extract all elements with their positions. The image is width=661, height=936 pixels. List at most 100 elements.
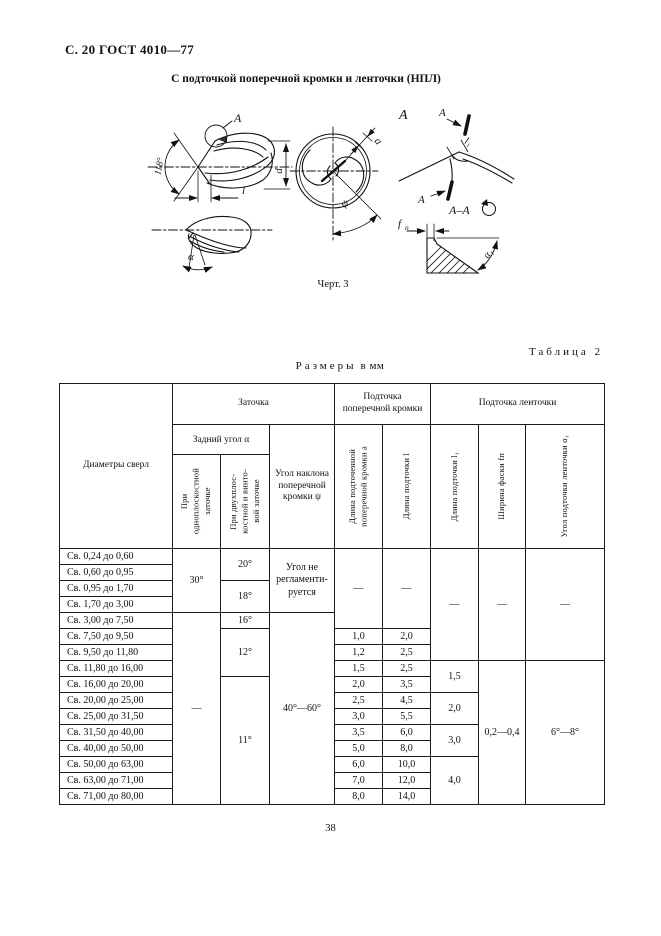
value-cell: 1,2 <box>334 644 383 661</box>
value-cell: 20° <box>220 548 270 581</box>
psi-angle-label: ψ <box>339 197 350 211</box>
alpha-angle-label: α <box>188 251 194 263</box>
value-cell: 3,5 <box>382 676 431 693</box>
alpha1-angle-label: α₁ <box>481 247 495 260</box>
value-cell: — <box>334 548 383 629</box>
col-header-length-l: Длина подточки l <box>382 424 431 549</box>
value-cell: 7,0 <box>334 772 383 789</box>
diameter-cell: Св. 63,00 до 71,00 <box>59 772 173 789</box>
point-angle-label: 118° <box>152 157 166 176</box>
col-header-width-f: Ширина фаски fп <box>478 424 526 549</box>
col-header-double-plane: При двухплос- костной и винто- вой заточ… <box>220 454 270 549</box>
value-cell: — <box>478 548 526 661</box>
diameter-d-label: d <box>273 168 285 174</box>
value-cell: 8,0 <box>334 788 383 805</box>
size-note-units: в мм <box>360 360 385 372</box>
view-a-label: A <box>398 108 408 123</box>
value-cell: 3,0 <box>334 708 383 725</box>
chamfer-f-label: f <box>398 218 403 230</box>
value-cell: 2,0 <box>334 676 383 693</box>
section-aa-label: A–A <box>448 203 470 217</box>
col-header-single-plane: При одноплоскостной заточке <box>172 454 221 549</box>
col-header-diameters: Диаметры сверл <box>59 383 173 549</box>
col-header-alpha1: Угол подточки ленточки α₁ <box>524 424 606 549</box>
rear-view <box>151 215 273 273</box>
diameter-cell: Св. 3,00 до 7,50 <box>59 612 173 629</box>
value-cell: 18° <box>220 580 270 613</box>
value-cell: 1,5 <box>430 660 479 693</box>
value-cell: 1,0 <box>334 628 383 645</box>
page-title: С подточкой поперечной кромки и ленточки… <box>171 73 441 85</box>
chamfer-f-subscript: п <box>405 223 409 232</box>
value-cell: 4,0 <box>430 756 479 805</box>
value-cell: 2,0 <box>382 628 431 645</box>
value-cell: 2,5 <box>334 692 383 709</box>
group-header-chisel-edge: Подточка поперечной кромки <box>334 383 431 425</box>
section-mark-top-label: A <box>438 107 446 119</box>
value-cell: 10,0 <box>382 756 431 773</box>
detail-a-label: A <box>233 111 242 125</box>
page-number: 38 <box>325 823 336 834</box>
value-cell: 8,0 <box>382 740 431 757</box>
diameter-cell: Св. 31,50 до 40,00 <box>59 724 173 741</box>
document-header: С. 20 ГОСТ 4010—77 <box>65 42 195 57</box>
value-cell: 30° <box>172 548 221 613</box>
value-cell: 6,0 <box>382 724 431 741</box>
diameter-cell: Св. 0,95 до 1,70 <box>59 580 173 597</box>
length-l-label: l <box>242 185 245 197</box>
value-cell: 2,5 <box>382 644 431 661</box>
diameter-cell: Св. 25,00 до 31,50 <box>59 708 173 725</box>
value-cell: 40°—60° <box>269 612 335 805</box>
value-cell: 6,0 <box>334 756 383 773</box>
diameter-cell: Св. 0,60 до 0,95 <box>59 564 173 581</box>
group-header-margin: Подточка ленточки <box>429 383 606 425</box>
value-cell: 1,5 <box>334 660 383 677</box>
value-cell: 5,5 <box>382 708 431 725</box>
value-cell: 14,0 <box>382 788 431 805</box>
col-header-length-l1: Длина подточки l₁ <box>430 424 479 549</box>
value-cell: 3,5 <box>334 724 383 741</box>
value-cell: 6°—8° <box>524 660 606 805</box>
value-cell: — <box>430 548 479 661</box>
value-cell: 11° <box>220 676 270 805</box>
diameter-cell: Св. 40,00 до 50,00 <box>59 740 173 757</box>
value-cell: 5,0 <box>334 740 383 757</box>
drill-figure: A 118° d l a ψ A A A l₁ A–A f п α₁ α <box>147 107 515 274</box>
value-cell: 2,5 <box>382 660 431 677</box>
table-label: Таблица 2 <box>528 346 603 358</box>
col-header-psi: Угол наклона поперечной кромки ψ <box>269 424 335 549</box>
end-view <box>289 126 382 242</box>
diameter-cell: Св. 20,00 до 25,00 <box>59 692 173 709</box>
detail-view-a <box>398 114 515 216</box>
width-a-label: a <box>372 135 385 147</box>
col-header-length-a: Длина подточенной поперечной кромки a <box>334 424 383 549</box>
value-cell: 16° <box>220 612 270 629</box>
value-cell: Угол не регламенти- руется <box>269 548 335 613</box>
side-view <box>147 120 293 203</box>
value-cell: 3,0 <box>430 724 479 757</box>
group-header-sharpening: Заточка <box>172 383 335 425</box>
diameter-cell: Св. 71,00 до 80,00 <box>59 788 173 805</box>
value-cell: 12° <box>220 628 270 677</box>
figure-caption: Черт. 3 <box>317 279 349 290</box>
col-header-back-angle: Задний угол α <box>172 424 270 455</box>
diameter-cell: Св. 50,00 до 63,00 <box>59 756 173 773</box>
value-cell: 4,5 <box>382 692 431 709</box>
value-cell: 2,0 <box>430 692 479 725</box>
value-cell: — <box>172 612 221 805</box>
length-l1-label: l₁ <box>463 136 473 149</box>
value-cell: — <box>524 548 606 661</box>
dimensions-table: Диаметры сверл Заточка Подточка поперечн… <box>59 383 606 805</box>
value-cell: 0,2—0,4 <box>478 660 526 805</box>
diameter-cell: Св. 9,50 до 11,80 <box>59 644 173 661</box>
value-cell: 12,0 <box>382 772 431 789</box>
diameter-cell: Св. 16,00 до 20,00 <box>59 676 173 693</box>
section-mark-bottom-label: A <box>417 194 425 206</box>
diameter-cell: Св. 7,50 до 9,50 <box>59 628 173 645</box>
diameter-cell: Св. 1,70 до 3,00 <box>59 596 173 613</box>
diameter-cell: Св. 11,80 до 16,00 <box>59 660 173 677</box>
diameter-cell: Св. 0,24 до 0,60 <box>59 548 173 565</box>
size-note-word: Размеры <box>295 360 357 372</box>
